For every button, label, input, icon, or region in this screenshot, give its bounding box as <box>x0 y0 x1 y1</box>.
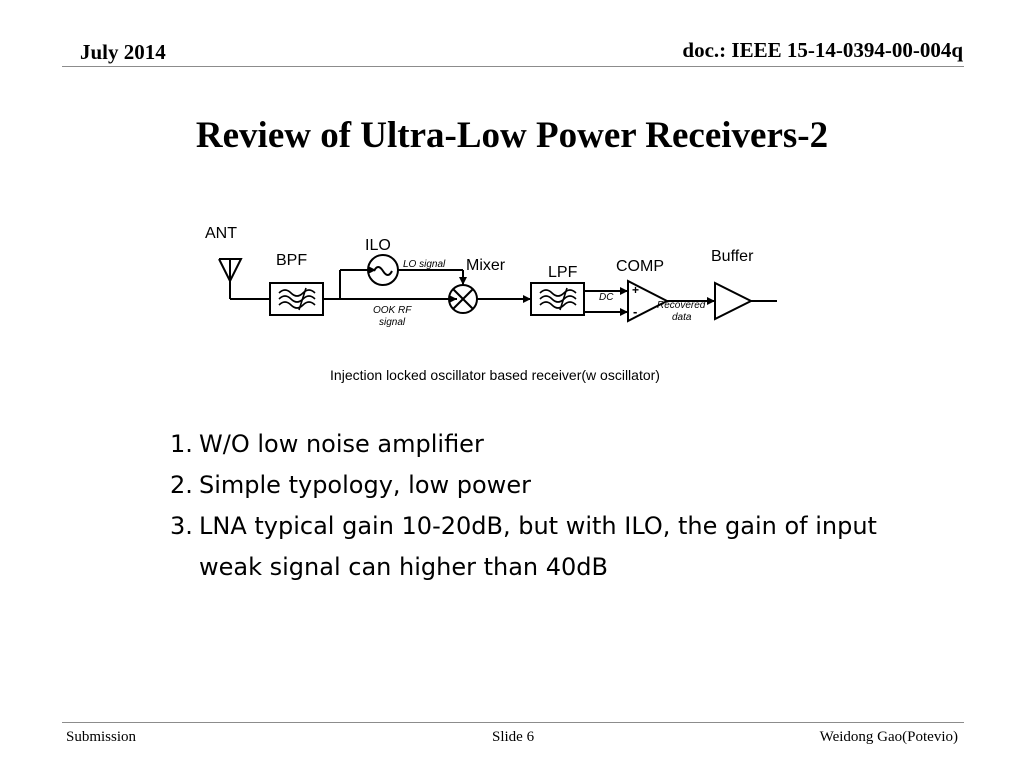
label-ook-signal: signal <box>379 317 406 328</box>
label-buffer: Buffer <box>711 248 754 265</box>
list-text: Simple typology, low power <box>199 471 531 499</box>
diagram-caption: Injection locked oscillator based receiv… <box>330 367 660 383</box>
label-mixer: Mixer <box>466 257 506 274</box>
receiver-block-diagram: ANT BPF ILO LO signal Mixer LPF COMP Buf… <box>205 225 777 328</box>
label-data: data <box>672 312 692 323</box>
label-minus: - <box>633 304 637 319</box>
header-date: July 2014 <box>80 40 166 64</box>
list-item: 1.W/O low noise amplifier <box>170 424 930 465</box>
slide-title: Review of Ultra-Low Power Receivers-2 <box>195 115 829 156</box>
buffer-symbol <box>714 281 754 321</box>
label-ilo: ILO <box>365 237 391 254</box>
label-ook-rf: OOK RF <box>373 305 412 316</box>
label-comp: COMP <box>616 258 664 275</box>
label-bpf: BPF <box>276 252 307 269</box>
list-item: 2.Simple typology, low power <box>170 465 930 506</box>
label-lo-signal: LO signal <box>403 259 446 270</box>
footer-slide-number: Slide 6 <box>492 729 535 745</box>
label-lpf: LPF <box>548 264 578 281</box>
label-ant: ANT <box>205 225 237 242</box>
header-divider <box>62 66 964 67</box>
list-text: W/O low noise amplifier <box>199 430 484 458</box>
list-item: 3.LNA typical gain 10-20dB, but with ILO… <box>170 506 930 588</box>
footer-submission: Submission <box>66 729 137 745</box>
label-recovered: Recovered <box>657 300 706 311</box>
key-points-list: 1.W/O low noise amplifier 2.Simple typol… <box>170 424 930 588</box>
list-number: 3. <box>170 512 193 540</box>
bpf-block <box>269 282 324 316</box>
header-doc-id: doc.: IEEE 15-14-0394-00-004q <box>682 38 963 62</box>
list-number: 1. <box>170 430 193 458</box>
footer-author: Weidong Gao(Potevio) <box>819 729 958 745</box>
label-plus: + <box>632 283 639 297</box>
footer-divider <box>62 722 964 723</box>
list-text: LNA typical gain 10-20dB, but with ILO, … <box>199 512 877 581</box>
label-dc: DC <box>599 292 614 303</box>
lpf-block <box>530 282 585 316</box>
list-number: 2. <box>170 471 193 499</box>
comparator-symbol <box>627 279 670 323</box>
